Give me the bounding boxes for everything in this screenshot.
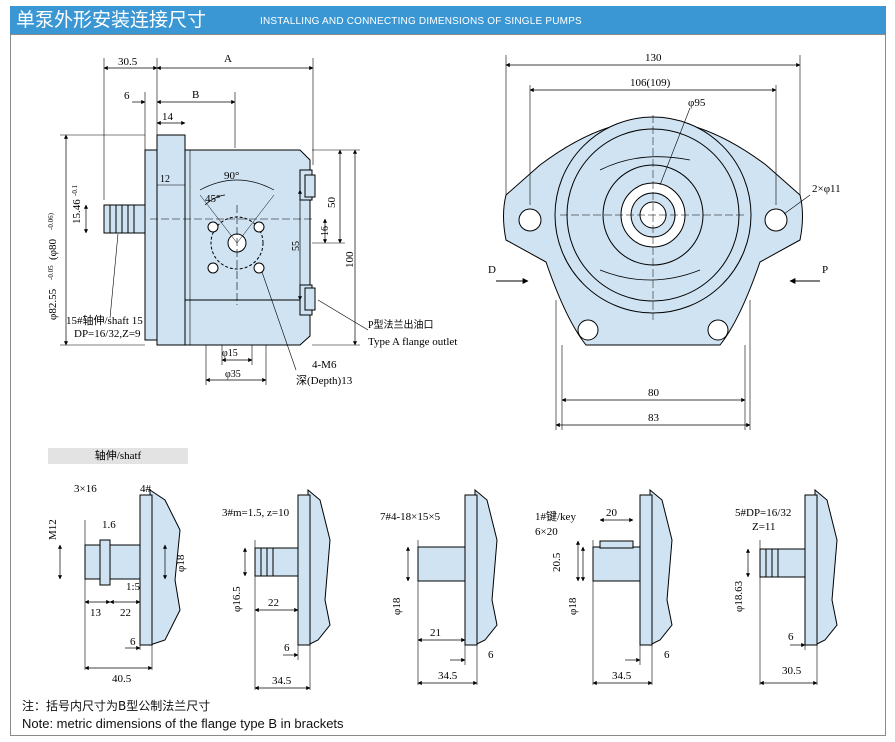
sd1-d-side: φ18 xyxy=(175,554,187,572)
dim-phi80-tol: -0.06) xyxy=(47,212,55,230)
header-bar: 单泵外形安装连接尺寸 INSTALLING AND CONNECTING DIM… xyxy=(10,6,886,34)
dim-106: 106(109) xyxy=(630,77,671,89)
angle-90: 90° xyxy=(224,170,239,182)
angle-45: 45° xyxy=(205,193,220,205)
sd2-d: φ16.5 xyxy=(231,586,243,612)
sd1-dim-22: 22 xyxy=(120,607,131,619)
page-subtitle: INSTALLING AND CONNECTING DIMENSIONS OF … xyxy=(260,16,582,27)
dim-12: 12 xyxy=(160,174,170,185)
sd1-d-main: M12 xyxy=(47,519,59,540)
dim-phi80: (φ80 xyxy=(47,238,59,260)
side-view xyxy=(60,58,369,385)
side-flange-body xyxy=(156,134,186,346)
dim-phi82-tol: -0.05 xyxy=(47,265,55,280)
sd2-label-1: 3#m=1.5, z=10 xyxy=(222,507,290,519)
sd3-dim-len: 34.5 xyxy=(438,670,458,682)
page-title: 单泵外形安装连接尺寸 xyxy=(16,9,207,31)
dim-16: 16 xyxy=(320,226,331,236)
dim-phi35: φ35 xyxy=(225,369,241,380)
dim-phi15: φ15 xyxy=(222,348,238,359)
sd5-d: φ18.63 xyxy=(733,580,745,612)
sd5-dim-6: 6 xyxy=(788,631,794,643)
sd1-label-4: 1:5 xyxy=(126,581,141,593)
shaft-detail-1 xyxy=(57,489,181,671)
shaft-details-labels: 3×16 4# 1.6 1:5 M12 φ18 13 22 6 40.5 3#m… xyxy=(47,483,802,687)
dim-phi82: φ82.55 xyxy=(47,288,59,320)
note-en: Note: metric dimensions of the flange ty… xyxy=(22,716,344,731)
sd1-label-2: 4# xyxy=(140,483,152,495)
depth-label: 深(Depth)13 xyxy=(296,374,353,387)
dim-holes: 2×φ11 xyxy=(812,183,841,195)
drawing-frame xyxy=(10,34,886,736)
screw-label: 4-M6 xyxy=(312,359,337,371)
sd4-label-2: 6×20 xyxy=(535,526,558,538)
shaft-label-1: 15#轴伸/shaft 15 xyxy=(66,313,143,327)
mount-hole-right xyxy=(764,208,788,232)
sd3-d: φ18 xyxy=(391,597,403,615)
side-flange-plate xyxy=(144,149,158,341)
sd3-dim-6: 6 xyxy=(488,649,494,661)
dim-B: B xyxy=(192,89,199,101)
sd5-label-2: Z=11 xyxy=(752,521,776,533)
label-P: P xyxy=(822,264,828,276)
dim-A: A xyxy=(224,53,232,65)
shaft-label-2: DP=16/32,Z=9 xyxy=(74,328,141,340)
dim-phi15-46: 15.46 xyxy=(71,199,83,224)
sd2-dim-len: 34.5 xyxy=(272,675,292,687)
sd2-dim-6: 6 xyxy=(284,642,290,654)
dim-83: 83 xyxy=(648,412,660,424)
sd1-label-3: 1.6 xyxy=(102,519,116,531)
dim-50: 50 xyxy=(326,197,338,209)
shaft-detail-4 xyxy=(575,488,673,686)
sd4-dim-205: 20.5 xyxy=(551,552,563,572)
sd4-d: φ18 xyxy=(567,597,579,615)
shaft-detail-3 xyxy=(405,488,498,686)
dim-30-5: 30.5 xyxy=(118,56,138,68)
side-shaft xyxy=(103,204,146,234)
dim-130: 130 xyxy=(645,52,662,64)
outlet-label-en: Type A flange outlet xyxy=(368,336,457,348)
sd2-dim-22: 22 xyxy=(268,597,279,609)
sd1-label-1: 3×16 xyxy=(74,483,97,495)
dim-phi95: φ95 xyxy=(688,97,706,109)
dim-14: 14 xyxy=(162,111,174,123)
sd4-dim-20: 20 xyxy=(606,507,618,519)
sd3-label-1: 7#4-18×15×5 xyxy=(380,511,441,523)
front-view-labels: 130 106(109) φ95 2×φ11 D P 80 83 xyxy=(488,52,841,424)
side-pump-body xyxy=(184,149,311,346)
dim-6: 6 xyxy=(124,90,130,102)
sd3-dim-21: 21 xyxy=(430,627,441,639)
dim-55: 55 xyxy=(291,241,302,251)
sd4-label-1: 1#键/key xyxy=(535,509,576,523)
sd1-dim-len: 40.5 xyxy=(112,673,132,685)
shaft-detail-2 xyxy=(242,488,331,691)
sd5-dim-len: 30.5 xyxy=(782,665,802,677)
sd5-label-1: 5#DP=16/32 xyxy=(735,507,791,519)
shaft-section-tab: 轴伸/shatf xyxy=(48,448,188,464)
sd1-dim-13: 13 xyxy=(90,607,102,619)
note-cn: 注：括号内尺寸为B型公制法兰尺寸 xyxy=(22,699,211,713)
dim-80: 80 xyxy=(648,387,660,399)
front-view xyxy=(496,55,820,430)
label-D: D xyxy=(488,264,496,276)
sd4-dim-6: 6 xyxy=(664,649,670,661)
sd4-dim-len: 34.5 xyxy=(612,670,632,682)
dim-100: 100 xyxy=(344,251,356,268)
mount-hole-left xyxy=(518,208,542,232)
dim-phi15-46-tol: -0.1 xyxy=(71,184,79,196)
side-view-labels: 30.5 A 6 B 14 12 90° 45° 50 16 55 100 φ8… xyxy=(47,53,457,387)
outlet-label-cn: P型法兰出油口 xyxy=(368,318,434,331)
shaft-detail-5 xyxy=(745,488,838,686)
sd1-dim-6: 6 xyxy=(130,636,136,648)
shaft-details xyxy=(57,488,838,691)
